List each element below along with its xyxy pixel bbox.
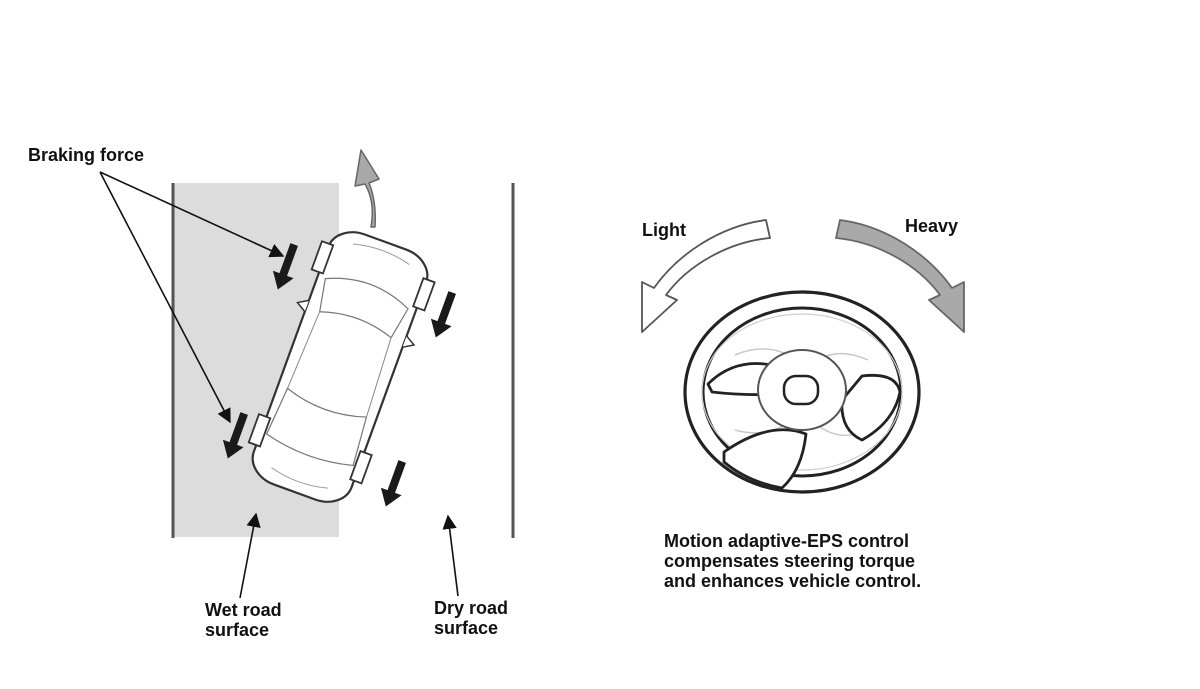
braking-arrow-rear-left-icon (222, 412, 248, 459)
heavy-arrow-icon (835, 219, 965, 333)
light-arrow-icon (641, 219, 771, 333)
steering-wheel-icon (683, 290, 921, 494)
car-icon (247, 231, 436, 503)
yaw-arrow-icon (354, 149, 380, 228)
eps-caption: Motion adaptive-EPS control compensates … (664, 531, 921, 591)
wet-road-label: Wet road surface (205, 600, 287, 640)
braking-force-label: Braking force (28, 145, 144, 165)
light-label: Light (642, 220, 686, 240)
braking-arrow-front-right-icon (430, 291, 456, 338)
wet-road-leader (239, 512, 261, 599)
heavy-label: Heavy (905, 216, 958, 236)
dry-road-leader (442, 514, 459, 597)
braking-arrow-front-left-icon (272, 243, 298, 290)
braking-arrow-rear-right-icon (380, 460, 406, 507)
braking-leader-front (99, 171, 285, 258)
dry-road-label: Dry road surface (434, 598, 513, 638)
braking-leader-rear (99, 171, 231, 424)
